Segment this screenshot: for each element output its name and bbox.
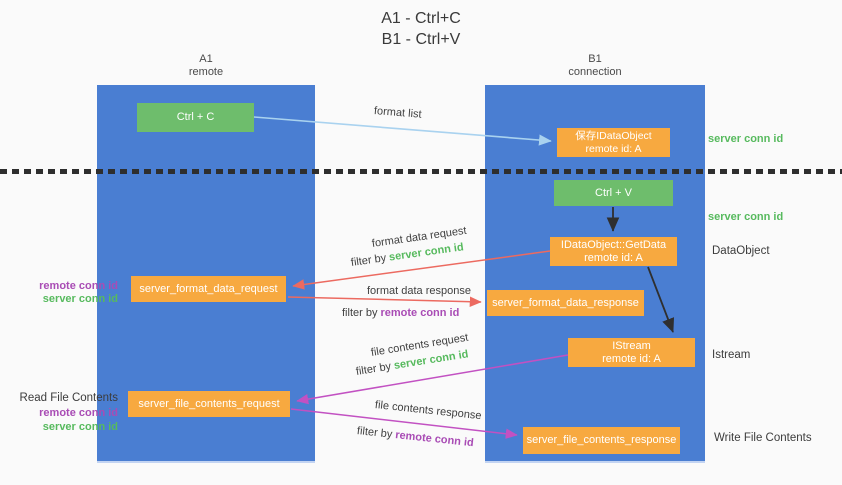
server-file-contents-response-label: server_file_contents_response <box>526 434 677 446</box>
ctrl-c-box: Ctrl + C <box>137 103 254 132</box>
server-file-contents-request-label: server_file_contents_request <box>138 397 280 410</box>
format-data-response-arrow <box>287 296 482 307</box>
dotted-divider <box>0 169 842 174</box>
save-dataobject-box: 保存IDataObject remote id: A <box>557 128 670 157</box>
column-a1-role: remote <box>188 66 224 78</box>
remote-conn-id-left-2: remote conn id <box>39 407 118 419</box>
column-header-a1: A1 remote <box>97 53 315 79</box>
filter-prefix: filter by <box>342 307 378 319</box>
filter-keyword: remote conn id <box>380 307 460 319</box>
column-b1-role: connection <box>568 66 622 78</box>
diagram-title: A1 - Ctrl+C B1 - Ctrl+V <box>0 8 842 50</box>
istream-line2: remote id: A <box>602 352 661 365</box>
ctrl-v-label: Ctrl + V <box>595 186 632 199</box>
server-format-data-response-label: server_format_data_response <box>492 296 639 309</box>
write-file-contents-label: Write File Contents <box>714 432 812 444</box>
column-header-b1: B1 connection <box>485 53 705 79</box>
server-conn-id-left-2: server conn id <box>42 421 118 433</box>
filter-keyword: remote conn id <box>394 429 475 450</box>
server-format-data-response-box: server_format_data_response <box>487 290 644 316</box>
getdata-box: IDataObject::GetData remote id: A <box>550 237 677 266</box>
filter-prefix: filter by <box>355 360 392 378</box>
read-file-contents-label: Read File Contents <box>19 392 118 404</box>
ctrl-v-box: Ctrl + V <box>554 180 673 206</box>
getdata-line2: remote id: A <box>584 251 643 264</box>
format-data-response-label: format data response <box>367 285 471 297</box>
filter-by-server-conn-id-label-1: filter byserver conn id <box>350 241 464 269</box>
filter-prefix: filter by <box>356 425 393 441</box>
title-line-2: B1 - Ctrl+V <box>381 31 461 48</box>
ctrl-c-label: Ctrl + C <box>176 111 215 123</box>
column-a1-name: A1 <box>199 53 213 65</box>
title-line-1: A1 - Ctrl+C <box>381 10 461 27</box>
save-dataobject-line1: 保存IDataObject <box>575 129 652 142</box>
server-format-data-request-label: server_format_data_request <box>139 282 278 295</box>
getdata-line1: IDataObject::GetData <box>560 238 667 251</box>
save-dataobject-line2: remote id: A <box>585 142 642 155</box>
dataobject-label: DataObject <box>712 245 770 257</box>
server-file-contents-request-box: server_file_contents_request <box>128 391 290 417</box>
filter-prefix: filter by <box>350 252 387 269</box>
server-file-contents-response-box: server_file_contents_response <box>523 427 680 454</box>
istream-box: IStream remote id: A <box>568 338 695 367</box>
file-contents-response-label: file contents response <box>374 399 483 423</box>
istream-line1: IStream <box>612 339 651 352</box>
server-conn-id-right-mid: server conn id <box>708 211 784 223</box>
format-list-label: format list <box>373 105 423 121</box>
server-conn-id-right-top: server conn id <box>708 133 784 145</box>
remote-conn-id-left-1: remote conn id <box>39 280 118 292</box>
istream-side-label: Istream <box>712 349 751 361</box>
server-format-data-request-box: server_format_data_request <box>131 276 286 302</box>
column-b1-name: B1 <box>588 53 602 65</box>
server-conn-id-left-1: server conn id <box>42 293 118 305</box>
